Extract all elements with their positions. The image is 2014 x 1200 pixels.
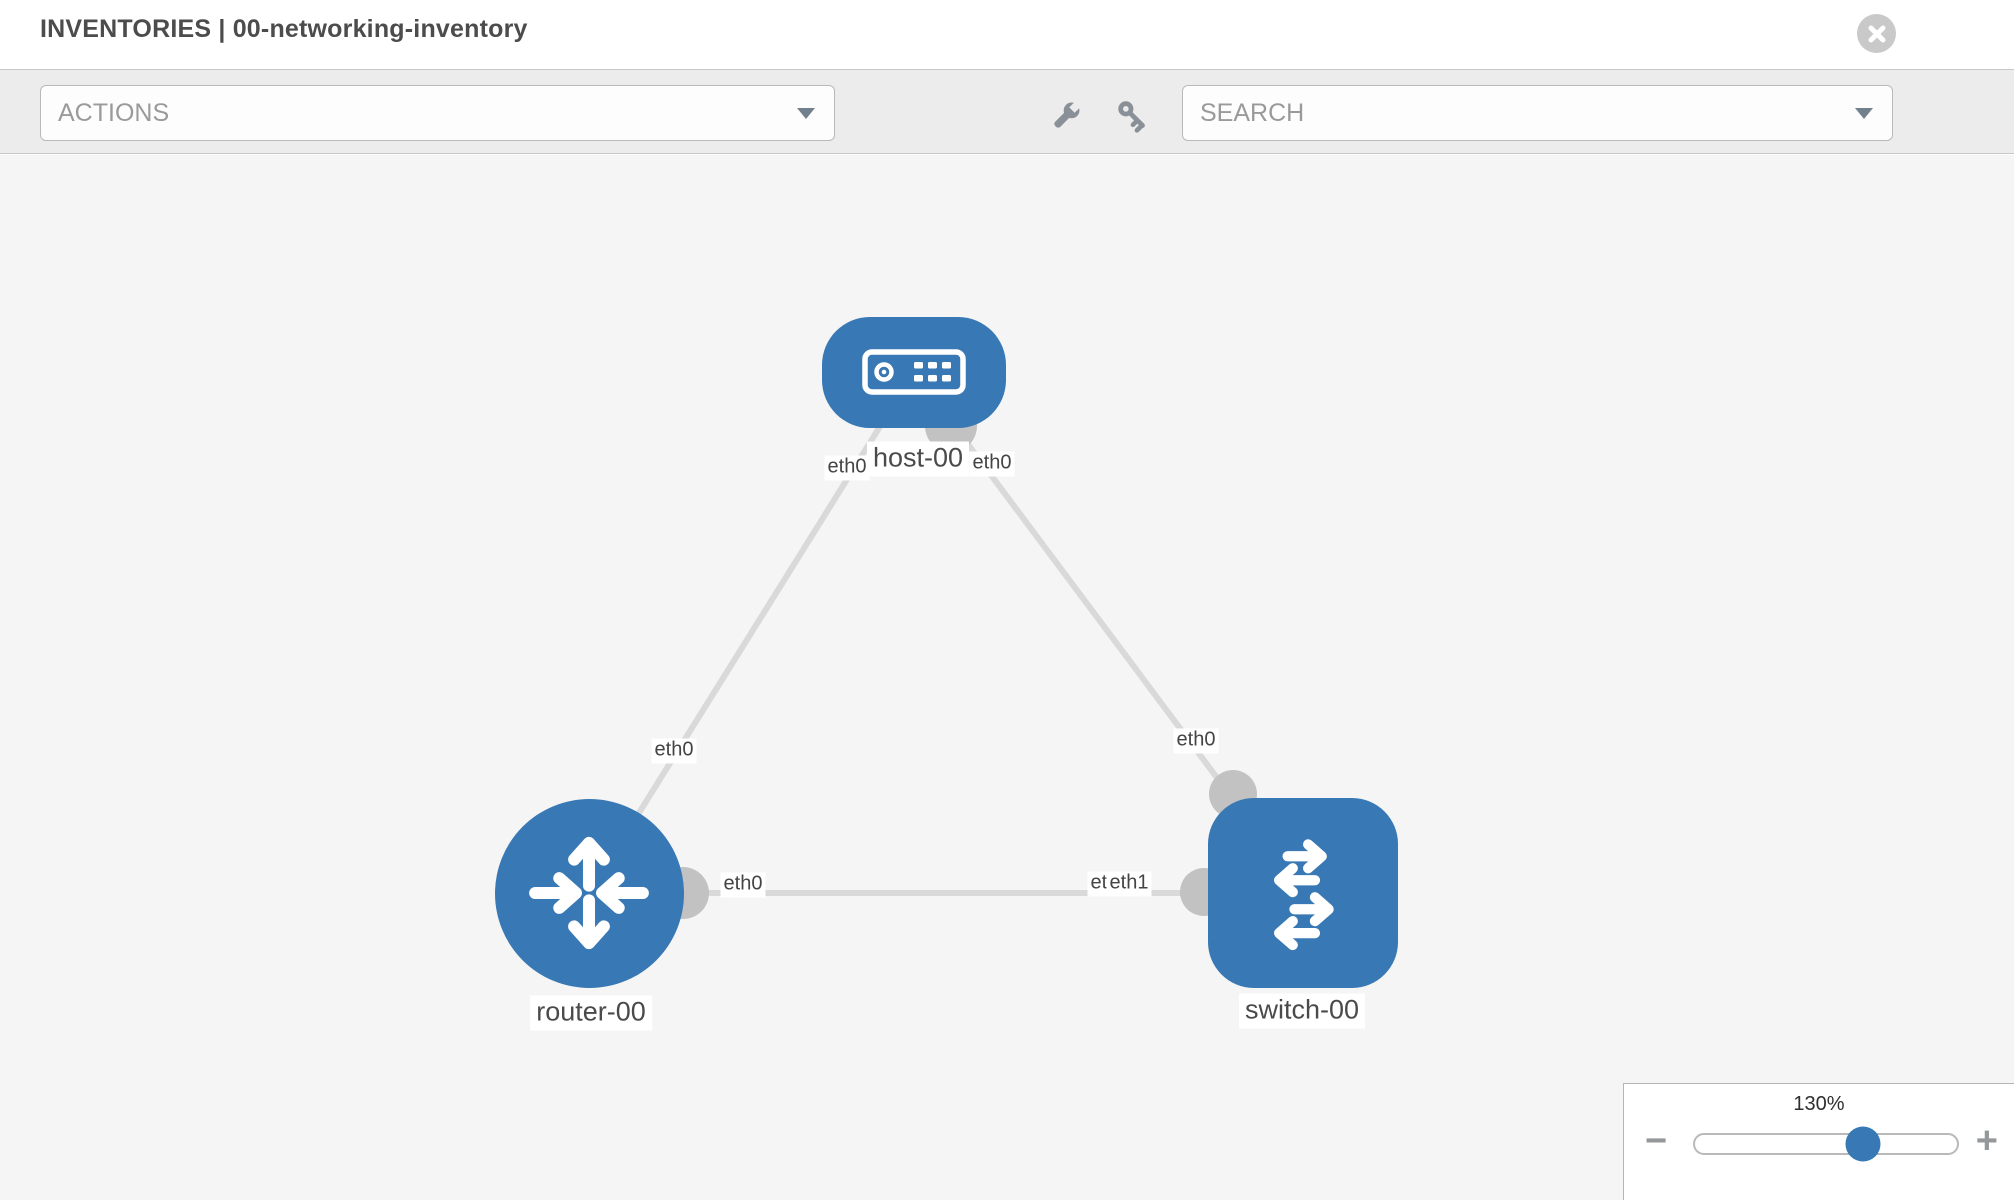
node-label-router-00: router-00: [530, 995, 652, 1031]
wrench-icon: [1054, 100, 1082, 128]
key-icon: [1118, 101, 1145, 133]
interface-label-eth0: eth0: [651, 738, 697, 764]
links-layer: [586, 370, 1306, 919]
close-button[interactable]: [1857, 14, 1896, 53]
header: INVENTORIES | 00-networking-inventory: [0, 0, 2014, 70]
host-server-icon: [862, 349, 966, 395]
zoom-level: 130%: [1793, 1093, 1845, 1115]
interface-label-eth0: eth0: [824, 455, 870, 481]
page-title: INVENTORIES | 00-networking-inventory: [40, 15, 528, 43]
actions-dropdown[interactable]: ACTIONS: [40, 85, 835, 141]
node-router-00[interactable]: [494, 798, 684, 988]
key-credentials-button[interactable]: [1115, 98, 1151, 134]
node-switch-00[interactable]: [1208, 798, 1398, 988]
zoom-slider-track[interactable]: [1693, 1126, 1959, 1162]
interface-label-eth0: eth0: [1173, 728, 1219, 754]
router-arrows-icon: [529, 836, 649, 950]
zoom-slider-thumb[interactable]: [1845, 1126, 1881, 1162]
close-icon: [1868, 25, 1885, 42]
interface-label-eth0: eth0: [720, 872, 766, 898]
interface-label-eth0: eth0: [969, 451, 1015, 477]
toolbar: ACTIONS SEARCH: [0, 70, 2014, 154]
search-dropdown[interactable]: SEARCH: [1182, 85, 1893, 141]
actions-dropdown-label: ACTIONS: [58, 98, 170, 127]
tools-button[interactable]: [1048, 98, 1084, 134]
switch-arrows-icon: [1273, 839, 1334, 951]
zoom-panel: 130% − +: [1623, 1083, 2014, 1200]
node-host-00[interactable]: [822, 316, 1006, 428]
zoom-in-button[interactable]: +: [1975, 1120, 1998, 1162]
node-label-switch-00: switch-00: [1238, 993, 1366, 1029]
interface-label-eth1: eth1: [1106, 871, 1152, 897]
chevron-down-icon: [797, 108, 815, 119]
search-dropdown-label: SEARCH: [1200, 98, 1305, 127]
node-label-host-00: host-00: [866, 441, 970, 477]
zoom-out-button[interactable]: −: [1645, 1120, 1668, 1162]
chevron-down-icon: [1855, 108, 1873, 119]
topology-canvas[interactable]: host-00 router-00 switch-00 eth0 eth0 eth0 eth…: [0, 155, 2014, 1200]
